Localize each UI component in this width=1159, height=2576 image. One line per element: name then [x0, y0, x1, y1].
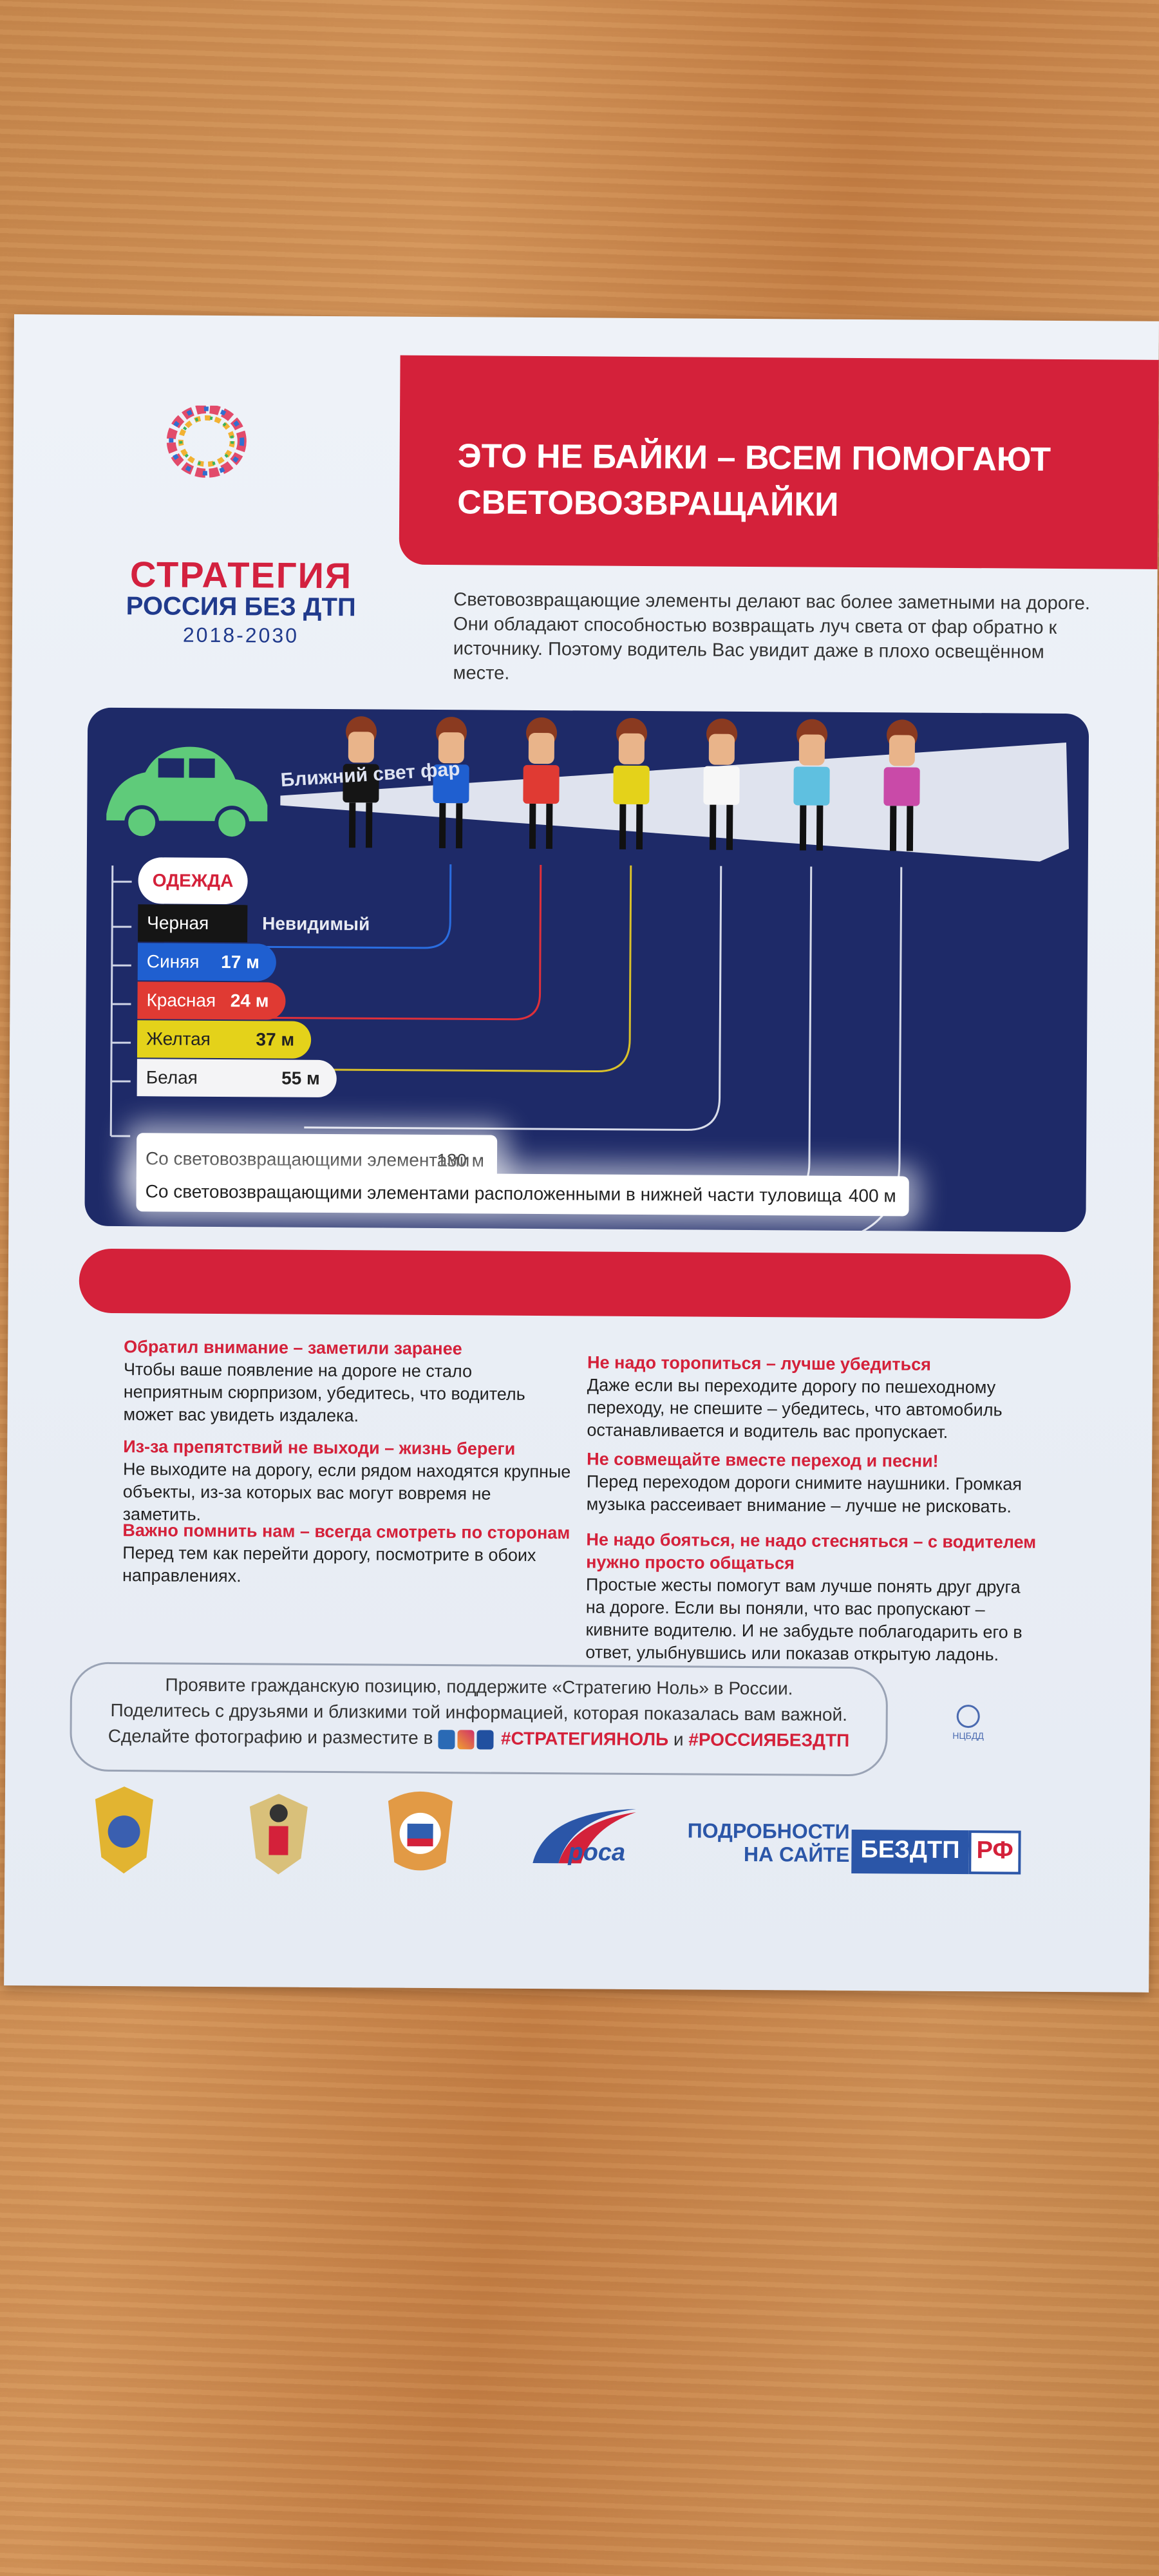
clothing-distance: 37 м [256, 1029, 295, 1050]
ncbdd-logo-icon [956, 1704, 980, 1728]
callout-line3-text: Сделайте фотографию и разместите в [108, 1725, 433, 1748]
safety-tip: Важно помнить нам – всегда смотреть по с… [122, 1519, 574, 1589]
tip-title: Обратил внимание – заметили заранее [124, 1337, 462, 1359]
site-main: БЕЗДТП [851, 1829, 969, 1875]
civic-callout: Проявите гражданскую позицию, поддержите… [70, 1662, 889, 1777]
hashtag-russia-no-accidents: #РОССИЯБЕЗДТП [688, 1729, 850, 1750]
header-title: ЭТО НЕ БАЙКИ – ВСЕМ ПОМОГАЮТ СВЕТОВОЗВРА… [457, 433, 1051, 529]
flyer: СТРАТЕГИЯ РОССИЯ БЕЗ ДТП 2018-2030 ЭТО Н… [4, 314, 1159, 1993]
safety-tip: Из-за препятствий не выходи – жизнь бере… [123, 1435, 574, 1528]
instagram-icon[interactable] [457, 1729, 475, 1750]
facebook-icon[interactable] [476, 1730, 494, 1750]
pedestrian-figure [703, 718, 740, 850]
site-link[interactable]: БЕЗДТП РФ [851, 1829, 1021, 1875]
clothing-label: Желтая [146, 1028, 211, 1049]
reflective-distance: 130 м [437, 1150, 485, 1171]
header-title-line1: ЭТО НЕ БАЙКИ – ВСЕМ ПОМОГАЮТ [457, 437, 1051, 478]
connector-yellow [278, 865, 632, 1073]
tip-text: Перед переходом дороги снимите наушники.… [586, 1472, 1022, 1517]
pedestrian-figure [613, 717, 650, 849]
clothing-distance: Невидимый [262, 913, 370, 934]
clothing-header: ОДЕЖДА [138, 857, 248, 905]
connector-blue [253, 864, 452, 949]
pedestrian-figure [883, 719, 920, 851]
reflective-low-label: Со световозвращающими элементами располо… [145, 1181, 842, 1206]
rosa-logo: роса [520, 1799, 649, 1870]
pedestrian-figure [343, 716, 379, 848]
safety-tip: Не совмещайте вместе переход и песни!Пер… [587, 1448, 1038, 1518]
clothing-row: Белая 55 м [137, 1059, 337, 1098]
clothing-label: Красная [146, 990, 216, 1010]
clothing-distance: 17 м [221, 951, 259, 972]
header-title-line2: СВЕТОВОЗВРАЩАЙКИ [457, 484, 839, 524]
tip-text: Простые жесты помогут вам лучше понять д… [585, 1575, 1022, 1665]
site-label: ПОДРОБНОСТИ НА САЙТЕ [687, 1819, 850, 1866]
clothing-row: Желтая 37 м [137, 1020, 312, 1059]
tip-text: Чтобы ваше появление на дороге не стало … [123, 1359, 525, 1426]
connector-red [266, 865, 542, 1021]
clothing-label: Черная [147, 913, 209, 933]
tip-title: Из-за препятствий не выходи – жизнь бере… [123, 1437, 516, 1459]
site-tld: РФ [968, 1830, 1021, 1875]
clothing-label: Белая [146, 1067, 198, 1088]
red-divider-bar [79, 1248, 1071, 1320]
tip-title: Не совмещайте вместе переход и песни! [587, 1449, 939, 1471]
pedestrian-figure [793, 719, 830, 851]
ncbdd-label: НЦБДД [952, 1730, 984, 1741]
tip-text: Не выходите на дорогу, если рядом находя… [122, 1459, 571, 1524]
callout-and: и [673, 1729, 684, 1750]
connector-white [304, 866, 722, 1131]
safety-tip: Не надо бояться, не надо стесняться – с … [585, 1528, 1037, 1666]
mvd-emblem-icon [249, 1794, 308, 1875]
clothing-row: Синяя 17 м [137, 943, 277, 981]
headlight-beam [280, 742, 1069, 862]
connector-reflective [490, 866, 813, 1202]
tip-title: Не надо бояться, не надо стесняться – с … [586, 1530, 1037, 1573]
reflective-low-row: Со световозвращающими элементами располо… [136, 1171, 909, 1217]
ministry-emblem-icon [95, 1786, 153, 1874]
clothing-distance: 24 м [230, 990, 269, 1011]
callout-line3: Сделайте фотографию и разместите в #СТРА… [71, 1723, 885, 1754]
qr-area: НЦБДД [939, 1704, 997, 1741]
tip-text: Даже если вы переходите дорогу по пешехо… [587, 1375, 1003, 1442]
header-banner: ЭТО НЕ БАЙКИ – ВСЕМ ПОМОГАЮТ СВЕТОВОЗВРА… [399, 355, 1159, 569]
clothing-label: Синяя [146, 951, 200, 972]
clothing-distance: 55 м [281, 1068, 320, 1088]
tip-title: Не надо торопиться – лучше убедиться [587, 1352, 932, 1374]
logo-years: 2018-2030 [182, 623, 299, 647]
rosa-swoosh-icon [532, 1808, 636, 1864]
reflective-low-distance: 400 м [848, 1185, 896, 1206]
rosa-text: роса [568, 1839, 626, 1866]
clothing-row: Красная 24 м [137, 981, 286, 1020]
diagram-graphics [106, 716, 1069, 1233]
intro-text: Световозвращающие элементы делают вас бо… [453, 589, 1091, 684]
vk-icon[interactable] [438, 1729, 455, 1749]
car-icon [106, 746, 268, 841]
site-label-2: НА САЙТЕ [743, 1842, 850, 1866]
reflective-label: Со световозвращающими элементами [145, 1148, 470, 1171]
pedestrian-figure [433, 717, 469, 849]
strategy-logo-icon [166, 404, 247, 478]
logo-subtitle: РОССИЯ БЕЗ ДТП [126, 592, 356, 622]
hashtag-strategy-zero: #СТРАТЕГИЯНОЛЬ [500, 1728, 669, 1750]
tip-text: Перед тем как перейти дорогу, посмотрите… [122, 1543, 536, 1586]
site-label-1: ПОДРОБНОСТИ [687, 1819, 850, 1843]
tip-title: Важно помнить нам – всегда смотреть по с… [122, 1520, 570, 1543]
logo-title: СТРАТЕГИЯ [129, 554, 353, 596]
clothing-row: Черная Невидимый [138, 904, 370, 943]
gibdd-emblem-icon [388, 1791, 453, 1871]
pedestrian-figure [523, 717, 560, 849]
